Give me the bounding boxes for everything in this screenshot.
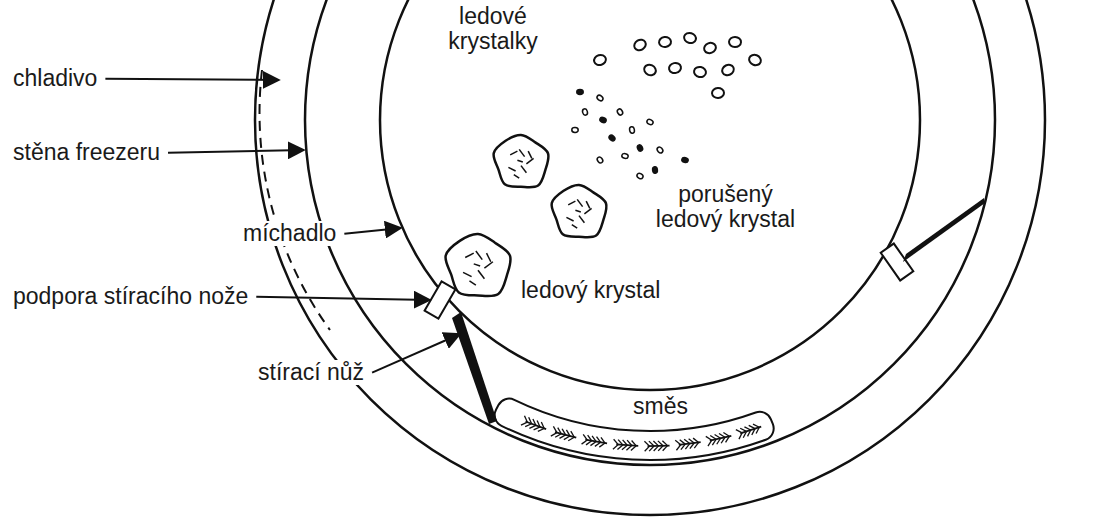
ice-crystallite xyxy=(572,127,579,132)
ice-crystallite xyxy=(646,118,654,125)
refrigerant-line xyxy=(260,70,330,330)
ice-crystallite xyxy=(656,146,664,154)
ice-crystallite xyxy=(608,134,616,142)
fern-crystal xyxy=(582,434,607,447)
leader-arrow xyxy=(344,228,401,234)
part-label: porušený ledový krystal xyxy=(640,182,811,233)
leader-arrow xyxy=(372,334,460,373)
ice-crystallite xyxy=(703,41,718,55)
ice-crystallite xyxy=(668,62,682,74)
leader-arrow xyxy=(105,79,279,80)
scraper-blade xyxy=(452,312,497,424)
fern-crystal xyxy=(551,426,576,440)
part-label: ledový krystal xyxy=(518,278,663,303)
part-label: míchadlo xyxy=(240,221,339,246)
fern-crystal xyxy=(706,433,731,447)
ice-crystallite xyxy=(658,36,671,47)
part-label: podpora stíracího nože xyxy=(10,284,251,309)
ice-crystallite xyxy=(632,38,647,53)
ice-crystallite xyxy=(636,172,644,179)
ice-crystallite xyxy=(681,157,688,163)
freezer-wall xyxy=(305,0,995,465)
scraper-blade xyxy=(903,198,985,262)
ice-crystallite xyxy=(582,108,588,115)
ice-crystallite xyxy=(629,126,635,133)
blade-support xyxy=(881,243,914,280)
ice-crystallite xyxy=(636,144,643,152)
fern-crystal xyxy=(613,439,638,450)
ice-crystallite xyxy=(693,66,707,78)
ice-crystallite xyxy=(720,63,735,77)
part-label: směs xyxy=(630,394,691,419)
ice-crystallite xyxy=(642,63,657,77)
broken-ice-crystal xyxy=(552,185,607,237)
part-label: stírací nůž xyxy=(255,360,367,385)
ice-crystallite xyxy=(652,167,657,174)
ice-crystal xyxy=(445,234,510,296)
fern-crystal xyxy=(675,438,700,450)
ice-crystallite xyxy=(683,32,697,45)
fern-crystal xyxy=(521,416,546,432)
ice-crystallite xyxy=(599,117,607,124)
leader-arrow xyxy=(256,297,430,300)
part-label: chladivo xyxy=(10,66,100,91)
leader-arrow xyxy=(168,150,304,153)
outer-jacket xyxy=(255,0,1045,515)
ice-crystallite xyxy=(616,108,623,116)
ice-crystallite xyxy=(729,37,741,47)
fern-crystal xyxy=(736,424,761,439)
ice-crystallite xyxy=(596,156,604,164)
broken-ice-crystal xyxy=(494,135,549,187)
part-label: stěna freezeru xyxy=(10,140,163,165)
ice-crystallite xyxy=(593,53,607,66)
ice-crystallite xyxy=(712,88,725,99)
fern-crystal xyxy=(644,441,669,451)
ice-crystallite xyxy=(748,53,763,67)
ice-crystallite xyxy=(577,90,583,95)
ice-crystallite xyxy=(596,94,604,102)
ice-crystals xyxy=(445,32,762,297)
part-label: ledové krystalky xyxy=(425,4,561,55)
ice-crystallite xyxy=(621,153,628,159)
